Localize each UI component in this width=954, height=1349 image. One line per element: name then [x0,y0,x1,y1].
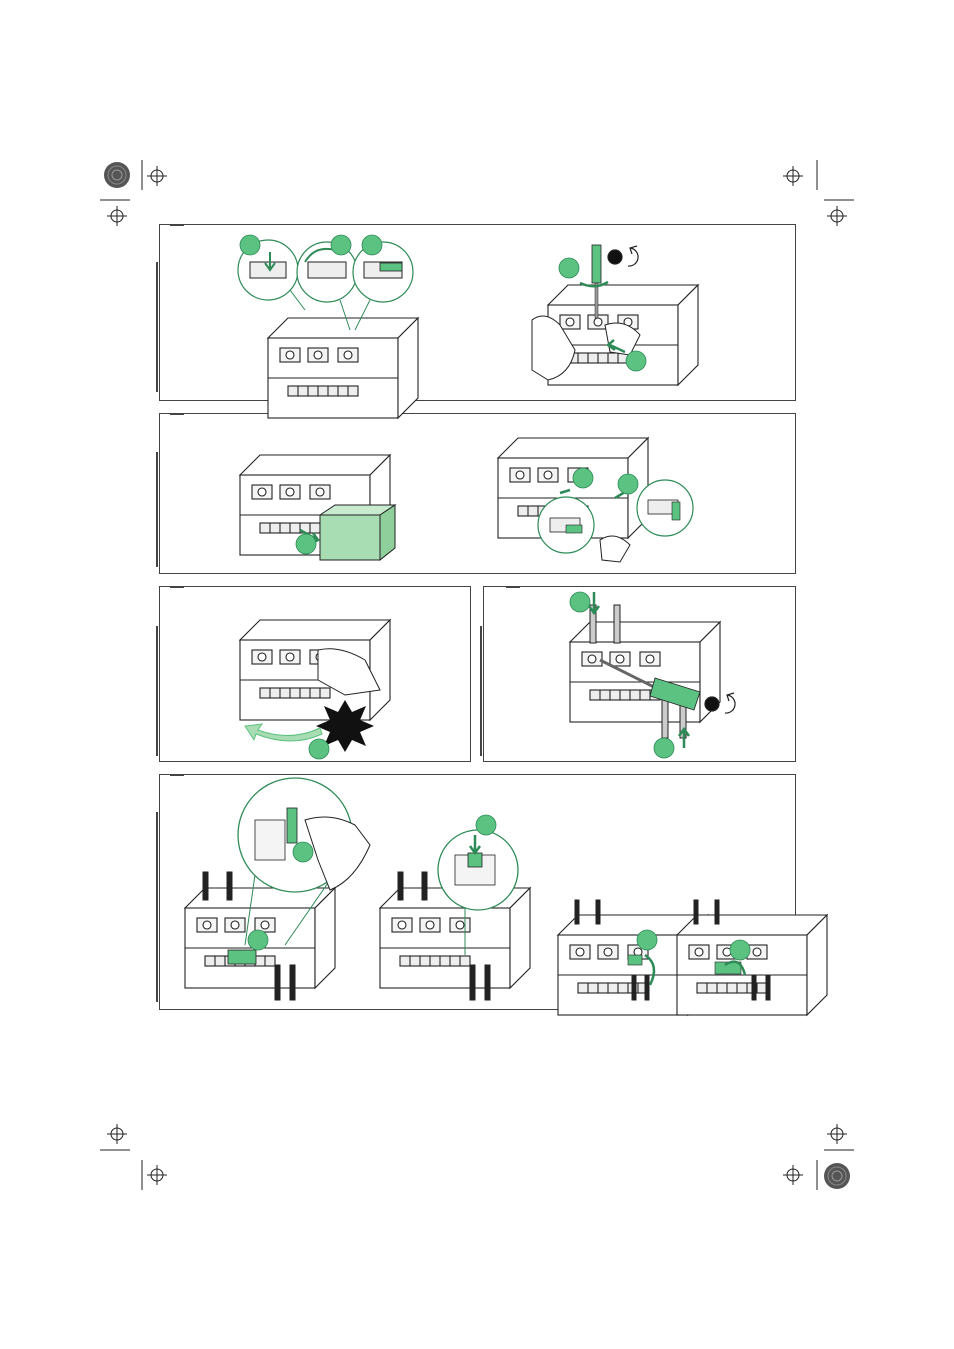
panel-3-illustration [240,620,390,759]
hand-icon [600,536,630,562]
panel-4-illustration [570,592,735,758]
rotate-clockwise-icon [608,246,638,266]
panel-2-left-illustration [240,455,395,560]
panel-2-right-illustration [498,438,693,562]
panel-5-illustration-1 [185,778,370,1000]
panel-5-illustration-2 [380,815,530,1000]
panel-5-illustration-4 [677,900,827,1015]
auxiliary-module [320,505,395,560]
panel-1-right-illustration [532,245,698,385]
panel-1-left-illustration [238,235,418,418]
arrow-icon [245,724,322,741]
